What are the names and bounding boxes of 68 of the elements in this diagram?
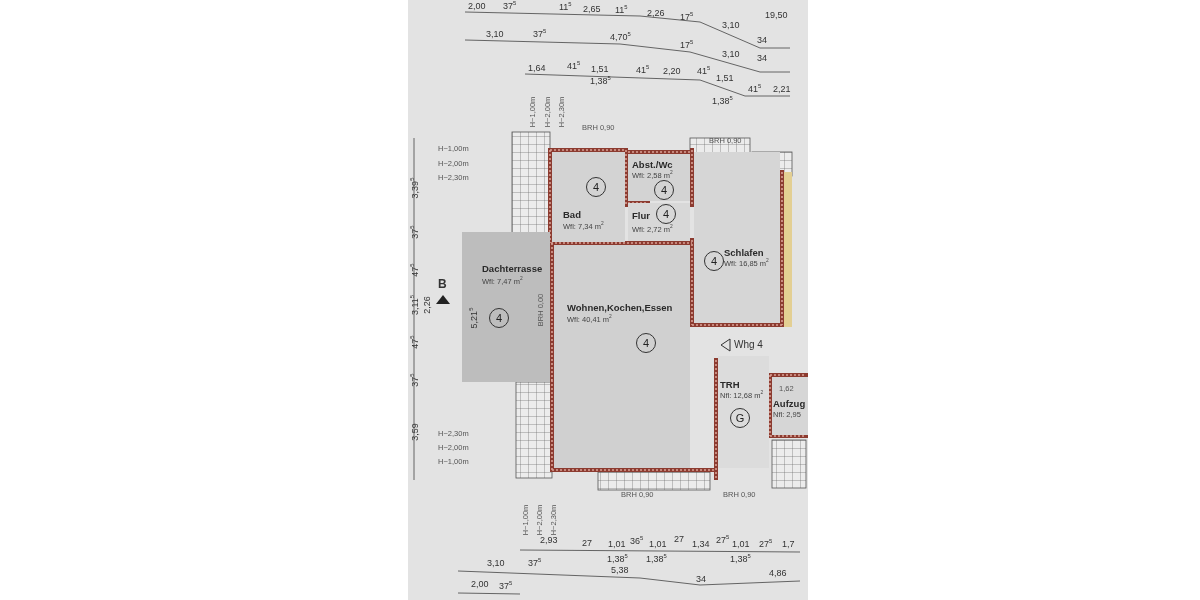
room-name: Abst./Wc — [632, 160, 673, 170]
dimension-label: 1,01 — [608, 540, 626, 549]
dimension-label: 27 — [582, 539, 592, 548]
dimension-label: 1,38$^{5}$ — [607, 555, 628, 564]
dimension-label: 1,34 — [692, 540, 710, 549]
dimension-label: 1,38$^{5}$ — [730, 555, 751, 564]
dimension-label: 41$^{5}$ — [567, 62, 581, 71]
dimension-label: 2,65 — [583, 5, 601, 14]
dimension-label: 3,59 — [410, 423, 420, 441]
dimension-label: 11$^{5}$ — [559, 3, 572, 12]
room-name: Schlafen — [724, 248, 764, 258]
dimension-label: 37$^{5}$ — [528, 559, 542, 568]
dimension-label: 5,38 — [611, 566, 629, 575]
dimension-label: 2,21 — [773, 85, 791, 94]
dimension-label: 3,10 — [722, 21, 740, 30]
room-area — [552, 152, 625, 242]
dimension-label: 1,51 — [591, 65, 609, 74]
dimension-label: 34 — [696, 575, 706, 584]
room-name: Aufzug — [773, 399, 806, 409]
dimension-label: 2,00 — [468, 2, 486, 11]
dimension-label: 3,10 — [486, 30, 504, 39]
dimension-label: 3,10 — [722, 50, 740, 59]
room-area — [718, 356, 769, 468]
dimension-label: 1,38$^{5}$ — [712, 97, 733, 106]
dimension-label: 3,10 — [487, 559, 505, 568]
room-area — [772, 377, 808, 435]
dimension-label: 4,86 — [769, 569, 787, 578]
dimension-label: 34 — [757, 36, 767, 45]
dimension-label: 1,38$^{5}$ — [590, 77, 611, 86]
room-name: Wohnen,Kochen,Essen — [567, 303, 673, 313]
dimension-label: 27 — [674, 535, 684, 544]
room-area — [462, 232, 550, 382]
room-area — [628, 154, 690, 201]
dimension-label: 2,26 — [647, 9, 665, 18]
dimension-label: 34 — [757, 54, 767, 63]
room-name: TRH — [720, 380, 740, 390]
dimension-label: 1,01 — [732, 540, 750, 549]
room-area — [694, 152, 780, 323]
dimension-label: 1,7 — [782, 540, 795, 549]
dimension-label: 2,26 — [422, 296, 432, 314]
dimension-label: 1,51 — [716, 74, 734, 83]
dimension-label: 1,01 — [649, 540, 667, 549]
dimension-label: 36$^{5}$ — [630, 537, 644, 546]
dimension-label: 17$^{5}$ — [680, 13, 694, 22]
dimension-label: 2,00 — [471, 580, 489, 589]
room-name: Bad — [563, 210, 581, 220]
dimension-label: 4,70$^{5}$ — [610, 33, 631, 42]
dimension-label: 1,38$^{5}$ — [646, 555, 667, 564]
room-name: Dachterrasse — [482, 264, 543, 274]
dimension-label: 27$^{5}$ — [716, 536, 730, 545]
dimension-label: 11$^{5}$ — [615, 6, 628, 15]
dimension-label: 27$^{5}$ — [759, 540, 773, 549]
dimension-label: 2,20 — [663, 67, 681, 76]
dimension-label: 41$^{5}$ — [748, 85, 762, 94]
room-area — [628, 203, 690, 241]
dimension-label: 2,93 — [540, 536, 558, 545]
dimension-label: 17$^{5}$ — [680, 41, 694, 50]
dimension-label: 19,50 — [765, 11, 788, 20]
dimension-label: 37$^{5}$ — [503, 2, 517, 11]
dimension-label: 1,64 — [528, 64, 546, 73]
room-area — [554, 245, 690, 468]
room-name: Flur — [632, 211, 650, 221]
apartment-label: Whg 4 — [734, 340, 763, 350]
dimension-label: 37$^{5}$ — [533, 30, 547, 39]
dimension-label: 41$^{5}$ — [636, 66, 650, 75]
section-marker-label: B — [438, 278, 447, 290]
dimension-label: 41$^{5}$ — [697, 67, 711, 76]
dimension-label: 37$^{5}$ — [499, 582, 513, 591]
